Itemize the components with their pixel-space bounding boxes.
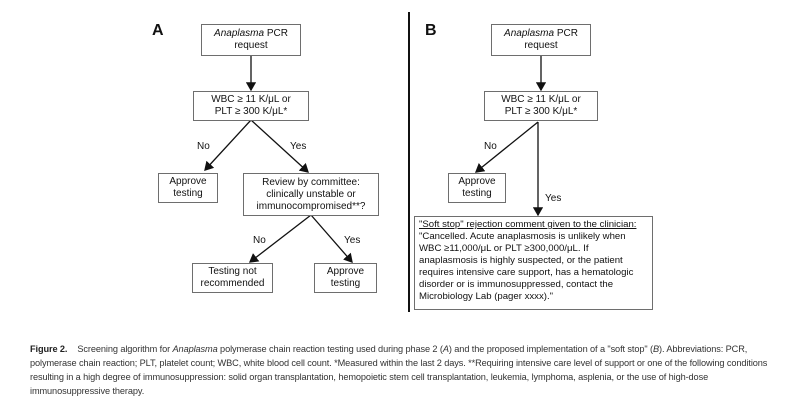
b-soft-stop-box: "Soft stop" rejection comment given to t… [414,216,653,310]
approve-line2: testing [330,278,361,289]
panel-b-letter: B [425,22,437,39]
start-text: PCR [264,28,288,39]
caption-italic: A [442,344,449,354]
not-recommended-line2: recommended [200,278,265,289]
review-line3: immunocompromised**? [256,200,366,212]
arrow-a-review-no [248,214,312,263]
a-approve-right-box: Approve testing [314,263,377,293]
caption-text: ) and the proposed implementation of a "… [448,344,653,354]
a-review-yes-label: Yes [344,235,361,246]
soft-stop-line: anaplasmosis is highly suspected, or the… [419,255,623,266]
panel-a-letter: A [152,22,164,39]
approve-line1: Approve [458,176,496,187]
soft-stop-line: WBC ≥11,000/μL or PLT ≥300,000/μL. If [419,243,589,254]
arrow-a-review-yes [310,214,353,263]
start-text-line2: request [524,40,558,51]
organism-name: Anaplasma [504,28,555,39]
a-review-box: Review by committee: clinically unstable… [243,173,379,216]
start-text: PCR [554,28,578,39]
caption-text: Screening algorithm for [77,344,173,354]
start-text-line2: request [234,40,268,51]
arrow-a-no [204,119,252,171]
caption-italic: B [652,344,659,354]
arrow-a-yes [250,119,309,173]
review-line1: Review by committee: [262,176,360,188]
arrow-b-no [474,121,539,173]
b-no-label: No [484,141,497,152]
a-start-box: Anaplasma PCR request [201,24,301,56]
b-yes-label: Yes [545,193,562,204]
soft-stop-line: "Cancelled. Acute anaplasmosis is unlike… [419,231,626,242]
figure-caption: Figure 2. Screening algorithm for Anaplas… [30,342,790,398]
a-criteria-box: WBC ≥ 11 K/μL or PLT ≥ 300 K/μL* [193,91,309,121]
organism-name: Anaplasma [214,28,265,39]
b-approve-box: Approve testing [448,173,506,203]
approve-line2: testing [173,188,203,199]
b-criteria-box: WBC ≥ 11 K/μL or PLT ≥ 300 K/μL* [484,91,598,121]
a-not-recommended-box: Testing not recommended [192,263,273,293]
caption-italic: Anaplasma [172,344,218,354]
approve-line1: Approve [326,266,365,277]
review-line2: clinically unstable or [266,188,356,200]
criteria-line2: PLT ≥ 300 K/μL* [214,106,288,117]
approve-line1: Approve [169,176,207,187]
a-review-no-label: No [253,235,266,246]
soft-stop-line: requires intensive care support, has a h… [419,267,634,278]
soft-stop-line: Microbiology Lab (pager xxxx)." [419,291,554,302]
criteria-line2: PLT ≥ 300 K/μL* [504,106,578,117]
b-start-box: Anaplasma PCR request [491,24,591,56]
criteria-line1: WBC ≥ 11 K/μL or [211,94,291,105]
a-yes-label: Yes [290,141,307,152]
approve-line2: testing [462,188,492,199]
criteria-line1: WBC ≥ 11 K/μL or [501,94,581,105]
caption-text: ). Abbreviations: PCR, polymerase chain … [30,344,768,396]
soft-stop-line: disorder or is immunosuppressed, contact… [419,279,614,290]
a-no-label: No [197,141,210,152]
caption-text: polymerase chain reaction testing used d… [217,344,443,354]
soft-stop-title: "Soft stop" rejection comment given to t… [419,219,637,230]
figure-label: Figure 2. [30,344,68,354]
panel-divider [408,12,410,312]
a-approve-left-box: Approve testing [158,173,218,203]
not-recommended-line1: Testing not [208,266,257,277]
